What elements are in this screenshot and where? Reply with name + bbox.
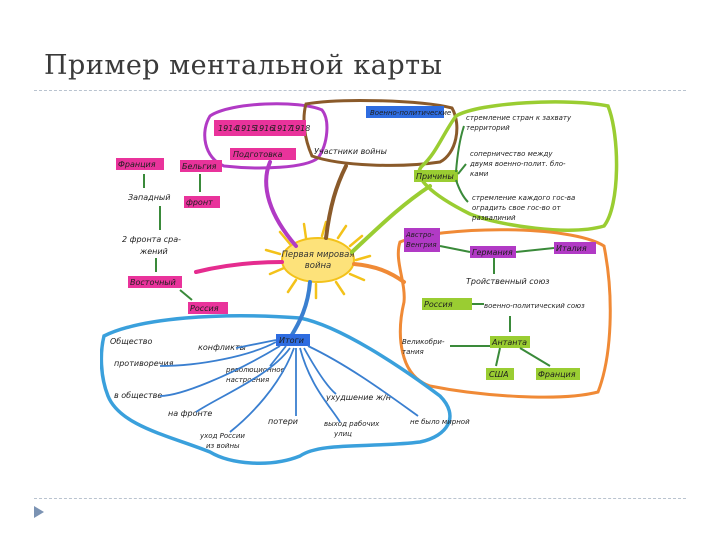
right-orange-region	[396, 228, 612, 399]
in-society-label: в обществе	[114, 391, 162, 400]
causes-label: Причины	[416, 172, 454, 181]
deterioration-label: ухудшение ж/н	[325, 393, 391, 402]
top-brown-region	[302, 99, 459, 167]
cause2-line3: ками	[470, 170, 489, 178]
society-label: Общество	[110, 337, 152, 346]
year-1915: 1915	[236, 124, 256, 133]
title-divider	[34, 90, 686, 91]
slide-bullet-icon	[34, 506, 44, 518]
western-label: Западный	[128, 193, 170, 202]
center-title-line2: война	[305, 261, 332, 271]
revolutionary-line2: настроения	[226, 376, 269, 384]
belgium: Бельгия	[182, 162, 217, 171]
france-left: Франция	[118, 160, 156, 169]
cause1-line1: стремление стран к захвату	[466, 114, 572, 122]
military-blue-label: Военно-политические	[370, 109, 451, 117]
britain-line1: Великобри-	[402, 338, 445, 346]
participants-label: Участники войны	[314, 147, 387, 156]
losses-label: потери	[268, 417, 298, 426]
blue-label-highlight	[366, 106, 444, 118]
austria-line2: Венгрия	[406, 241, 437, 249]
results-label: Итоги	[279, 336, 304, 345]
revolutionary-line1: революционное	[225, 366, 285, 374]
entente: Антанта	[491, 338, 527, 347]
results-cluster: Итоги Общество конфликты противоречия ре…	[110, 334, 470, 450]
russia-exit-line2: из войны	[206, 442, 240, 450]
russia-right: Россия	[424, 300, 453, 309]
front-label: фронт	[186, 198, 213, 207]
cause2-line1: соперничество между	[470, 150, 553, 158]
cause3-line1: стремление каждого гос-ва	[472, 194, 575, 202]
year-1917: 1917	[272, 124, 293, 133]
at-front-label: на фронте	[168, 409, 212, 418]
austria-line1: Австро-	[405, 231, 435, 239]
britain-line2: тания	[402, 348, 424, 356]
year-1916: 1916	[254, 124, 274, 133]
center-title-line1: Первая мировая	[282, 250, 355, 260]
alliances-cluster: Австро- Венгрия Германия Италия Тройстве…	[402, 228, 596, 380]
slide-title: Пример ментальной карты	[44, 50, 443, 81]
footer-divider	[34, 498, 686, 499]
center-sun: Первая мировая война	[264, 220, 372, 300]
years-block: 1914 1915 1916 1917 1918	[214, 120, 310, 136]
year-1918: 1918	[290, 124, 310, 133]
cause1-line2: территорий	[466, 124, 510, 132]
no-peace-label: не было мирной	[410, 418, 470, 426]
preparation-highlight	[230, 148, 296, 160]
germany: Германия	[472, 248, 513, 257]
two-fronts-line1: 2 фронта сра-	[122, 235, 181, 244]
cause3-line3: развалиний	[471, 214, 516, 222]
mind-map: Первая мировая война 1914 1915 1916 1917…	[100, 99, 619, 465]
russia-left: Россия	[190, 304, 219, 313]
right-green-region	[417, 100, 619, 232]
cause3-line2: оградить свое гос-во от	[472, 204, 562, 212]
triple-alliance: Тройственный союз	[466, 277, 550, 286]
entente-union: военно-политический союз	[484, 302, 585, 310]
eastern-label: Восточный	[130, 278, 176, 287]
preparation-label: Подготовка	[233, 150, 283, 159]
workers-line2: улиц	[333, 430, 352, 438]
workers-line1: выход рабочих	[324, 420, 380, 428]
conflicts-label: конфликты	[198, 343, 246, 352]
france-right: Франция	[538, 370, 576, 379]
two-fronts-line2: жений	[139, 247, 168, 256]
branches	[194, 160, 432, 340]
year-1914: 1914	[218, 124, 238, 133]
causes-cluster: стремление стран к захвату территорий со…	[414, 114, 575, 222]
russia-exit-line1: уход России	[199, 432, 245, 440]
contradictions-label: противоречия	[114, 359, 174, 368]
usa: США	[489, 370, 509, 379]
italy: Италия	[556, 244, 587, 253]
bottom-blue-region	[100, 314, 452, 465]
left-pink-cluster: Франция Бельгия Западный фронт 2 фронта …	[116, 158, 228, 314]
cause2-line2: двумя военно-полит. бло-	[469, 160, 566, 168]
